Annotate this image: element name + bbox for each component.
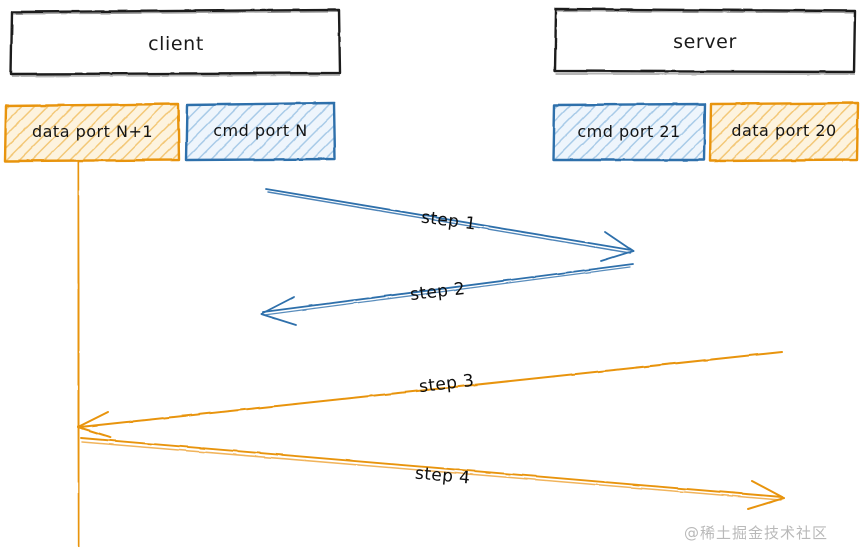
port-box-server-data: [708, 101, 860, 163]
port-box-client-data: [3, 102, 181, 163]
header-box-server: [553, 7, 857, 75]
message-arrow-step-4: [80, 437, 785, 510]
lifeline-client-data-port: [76, 159, 81, 548]
header-box-client: [9, 8, 342, 77]
message-arrow-step-1: [265, 188, 634, 262]
message-arrow-step-3: [77, 351, 783, 438]
port-box-server-cmd: [551, 102, 707, 162]
message-arrow-step-2: [260, 263, 634, 326]
port-box-client-cmd: [184, 101, 337, 162]
